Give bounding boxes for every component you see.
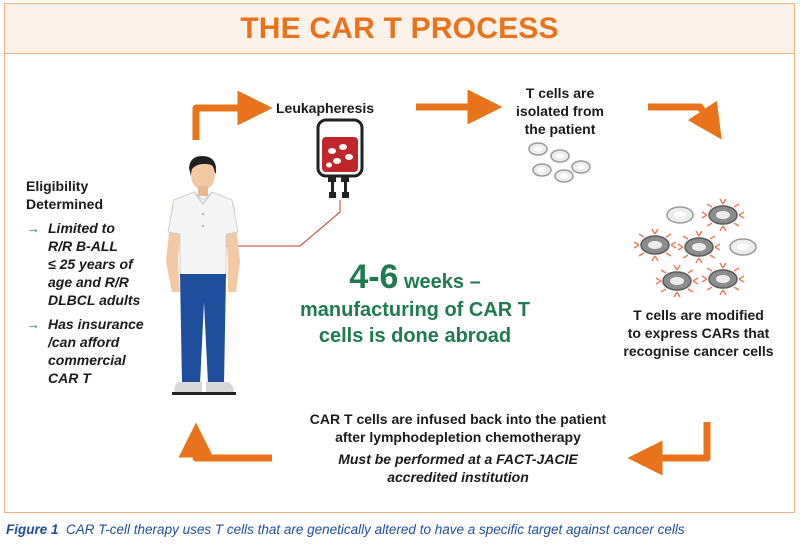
eligibility-block: Eligibility Determined → Limited to R/R … [26,177,176,387]
figure-caption: Figure 1 CAR T-cell therapy uses T cells… [6,522,685,537]
diagram-frame: THE CAR T PROCESS [4,3,795,513]
car-t-cells-group [625,195,757,305]
caption-text: CAR T-cell therapy uses T cells that are… [66,522,685,537]
eligibility-heading: Eligibility [26,178,89,194]
process-arrows [178,89,722,476]
modified-label: T cells are modified to express CARs tha… [623,307,774,359]
caption-label: Figure 1 [6,522,59,537]
t-cell-icon [666,206,694,224]
t-cells-group [528,142,591,183]
t-cell-icon [550,149,570,163]
manufacturing-note: 4-6 weeks – manufacturing of CAR T cells… [290,258,540,349]
arrow-icon [627,422,711,476]
arrow-right-icon: → [26,220,40,236]
weeks-number: 4-6 [349,258,399,296]
blood-bag-icon [316,118,364,198]
eligibility-bullet-2: → Has insurance /can afford commercial C… [26,316,144,386]
isolated-label: T cells are isolated from the patient [516,85,604,137]
car-t-cell-icon [656,265,698,297]
arrow-icon [192,90,273,140]
car-t-cell-icon [634,229,676,261]
arrow-icon [648,100,722,140]
institution-requirement: Must be performed at a FACT-JACIE accred… [338,451,578,485]
center-line-2: manufacturing of CAR T [300,299,530,321]
t-cell-icon [528,142,548,156]
title-band: THE CAR T PROCESS [5,4,794,54]
iv-line [222,200,341,247]
page-title: THE CAR T PROCESS [240,11,559,45]
t-cell-icon [729,238,757,256]
t-cell-icon [571,160,591,174]
t-cell-icon [554,169,574,183]
car-t-cell-icon [678,231,720,263]
weeks-label: weeks – [398,271,481,293]
eligibility-heading-2: Determined [26,196,104,212]
person-icon [166,156,240,395]
center-line-3: cells is done abroad [318,325,512,347]
eligibility-bullet-1: → Limited to R/R B-ALL ≤ 25 years of age… [26,220,141,308]
arrow-right-icon: → [26,316,40,332]
center-line-1: 4-6 weeks – [290,258,540,297]
arrow-icon [178,422,272,462]
t-cell-icon [532,163,552,177]
car-t-cell-icon [702,199,744,231]
leukapheresis-label: Leukapheresis [276,100,375,116]
car-t-cell-icon [702,263,744,295]
infusion-label: CAR T cells are infused back into the pa… [263,410,653,486]
